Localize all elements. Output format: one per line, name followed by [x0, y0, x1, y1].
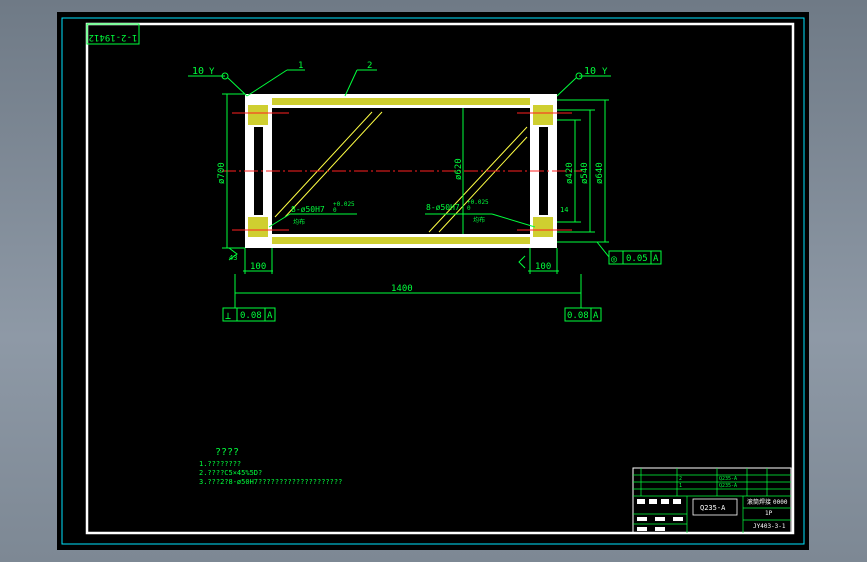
dim-d640: ø640 [595, 162, 605, 184]
sheet-outer-frame [61, 17, 805, 545]
svg-text:10: 10 [584, 66, 596, 77]
end-plate-right-hatch-bot [533, 217, 553, 237]
dim-hole-right-note: 均布 [473, 216, 485, 224]
drawing-canvas: 1-2-19412 [61, 17, 805, 545]
dim-hole-right-tol: +0.025 [467, 199, 489, 206]
dim-chamfer-left: 43 [229, 254, 237, 262]
gdt-right: 0.08 A [564, 307, 602, 322]
title-block-sheet: 1P [765, 510, 773, 517]
svg-text:0.05: 0.05 [626, 254, 648, 264]
sheet-inner-frame [85, 22, 795, 535]
svg-text:A: A [593, 311, 599, 321]
dim-width-right: 100 [535, 262, 551, 272]
dim-bore-dia: ø620 [454, 158, 464, 180]
dim-hole-left-note: 均布 [293, 218, 305, 226]
gdt-perpendicularity: ⊥ 0.08 A [222, 307, 276, 322]
end-plate-right-hatch-top [533, 105, 553, 125]
svg-text:Y: Y [602, 67, 608, 77]
title-block-drawing-no: JY403-3-1 [753, 523, 786, 530]
dim-hole-left: 8-ø50H7 [291, 205, 325, 214]
svg-text:A: A [267, 311, 273, 321]
title-block: 2 Q235-A 1 Q235-A Q235-A 滚筒焊接 0000 1P JY… [632, 467, 792, 534]
cad-viewport[interactable]: 1-2-19412 [57, 12, 809, 550]
dim-hole-left-tol: +0.025 [333, 201, 355, 208]
hole-markers [232, 112, 572, 231]
end-plate-left-hatch-top [248, 105, 268, 125]
code-box [86, 23, 140, 45]
svg-text:⊥: ⊥ [225, 311, 231, 322]
dim-d540: ø540 [580, 162, 590, 184]
svg-text:◎: ◎ [611, 254, 617, 265]
balloon-part-1: 1 [298, 61, 303, 71]
svg-text:Y: Y [209, 67, 215, 77]
balloon-part-2: 2 [367, 61, 372, 71]
title-block-name: 滚筒焊接 [747, 498, 771, 506]
drum-weldment [222, 94, 582, 248]
svg-text:Q235-A: Q235-A [719, 476, 737, 482]
shell-top-hatch [247, 98, 555, 105]
end-plate-left-slot [254, 127, 263, 215]
notes-line-1: 1.???????? [199, 460, 241, 468]
svg-text:Q235-A: Q235-A [719, 483, 737, 489]
dim-hole-right: 8-ø50H7 [426, 203, 460, 212]
svg-text:1: 1 [679, 483, 682, 489]
dimensions [222, 93, 610, 308]
title-block-material: Q235-A [700, 504, 726, 512]
dim-overall-length: 1400 [391, 284, 413, 294]
title-block-scale: 0000 [773, 499, 788, 506]
roughness-right: 10 Y [556, 66, 611, 97]
dim-d420: ø420 [565, 162, 575, 184]
balloon-leaders [246, 69, 377, 97]
svg-text:2: 2 [679, 476, 682, 482]
weld-symbol-right [518, 255, 526, 269]
notes-title: ???? [215, 447, 239, 458]
dim-width-left: 100 [250, 262, 266, 272]
drawing-code-mirrored: 1-2-19412 [89, 32, 138, 42]
dim-hole-right-tol2: 0 [467, 205, 471, 212]
weld-symbol-left [228, 247, 238, 261]
gdt-concentricity: ◎ 0.05 A [608, 250, 662, 265]
svg-text:0.08: 0.08 [567, 311, 589, 321]
shell-bottom-hatch [247, 237, 555, 244]
svg-text:10: 10 [192, 66, 204, 77]
notes-line-2: 2.????C5×45%5D? [199, 469, 262, 477]
dim-outer-dia: ø700 [217, 162, 227, 184]
svg-text:0.08: 0.08 [240, 311, 262, 321]
dim-angle-right: 14 [560, 206, 568, 214]
dim-hole-left-tol2: 0 [333, 207, 337, 214]
roughness-left: 10 Y [188, 66, 248, 97]
svg-text:A: A [653, 254, 659, 264]
end-plate-left-hatch-bot [248, 217, 268, 237]
notes-line-3: 3.???2?8-ø50H7???????????????????? [199, 478, 342, 486]
